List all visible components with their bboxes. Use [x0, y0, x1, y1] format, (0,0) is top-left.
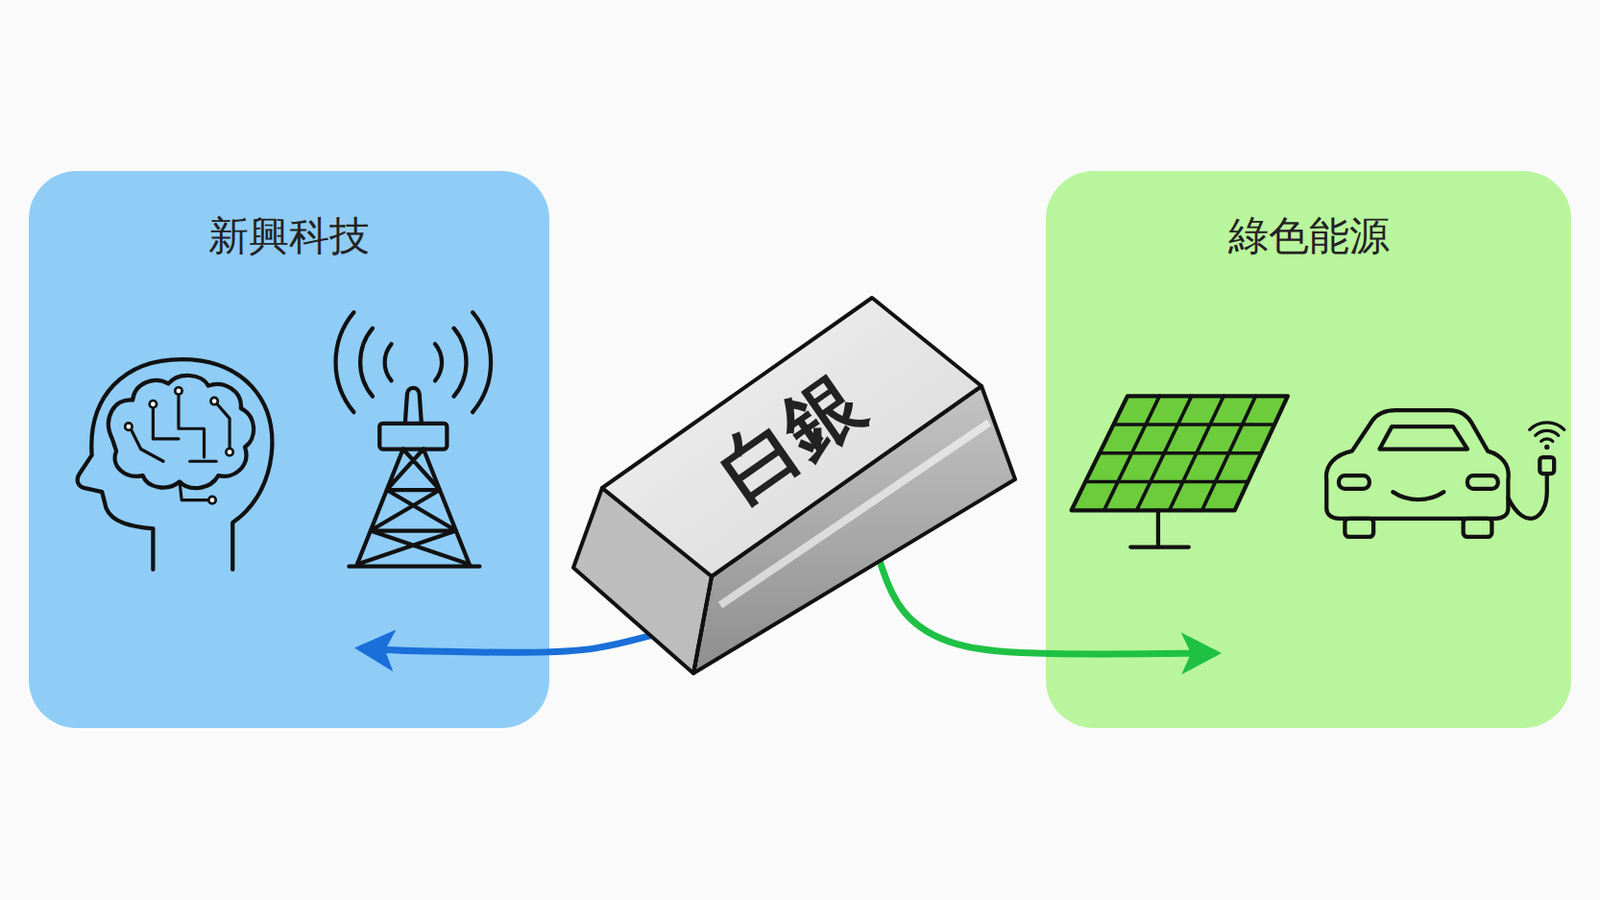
- antenna-tower-icon: [336, 312, 492, 566]
- ai-head-icon: [77, 359, 273, 570]
- solar-panel-icon: [1071, 395, 1288, 547]
- flow-arrow: [879, 560, 1214, 655]
- tech-panel-ground: [28, 170, 550, 728]
- tech-panel: 新興科技: [28, 170, 550, 728]
- panel-title: 綠色能源: [1228, 213, 1390, 260]
- silver-bar: 白銀: [566, 288, 1023, 682]
- energy-panel-ground: [1045, 170, 1572, 728]
- bar-top-face: [602, 297, 982, 577]
- flow-arrow: [362, 634, 654, 653]
- bar-edge: [693, 576, 712, 674]
- panel-title: 新興科技: [208, 213, 370, 260]
- electric-car-icon: [1326, 410, 1565, 537]
- energy-panel: 綠色能源: [1045, 170, 1572, 728]
